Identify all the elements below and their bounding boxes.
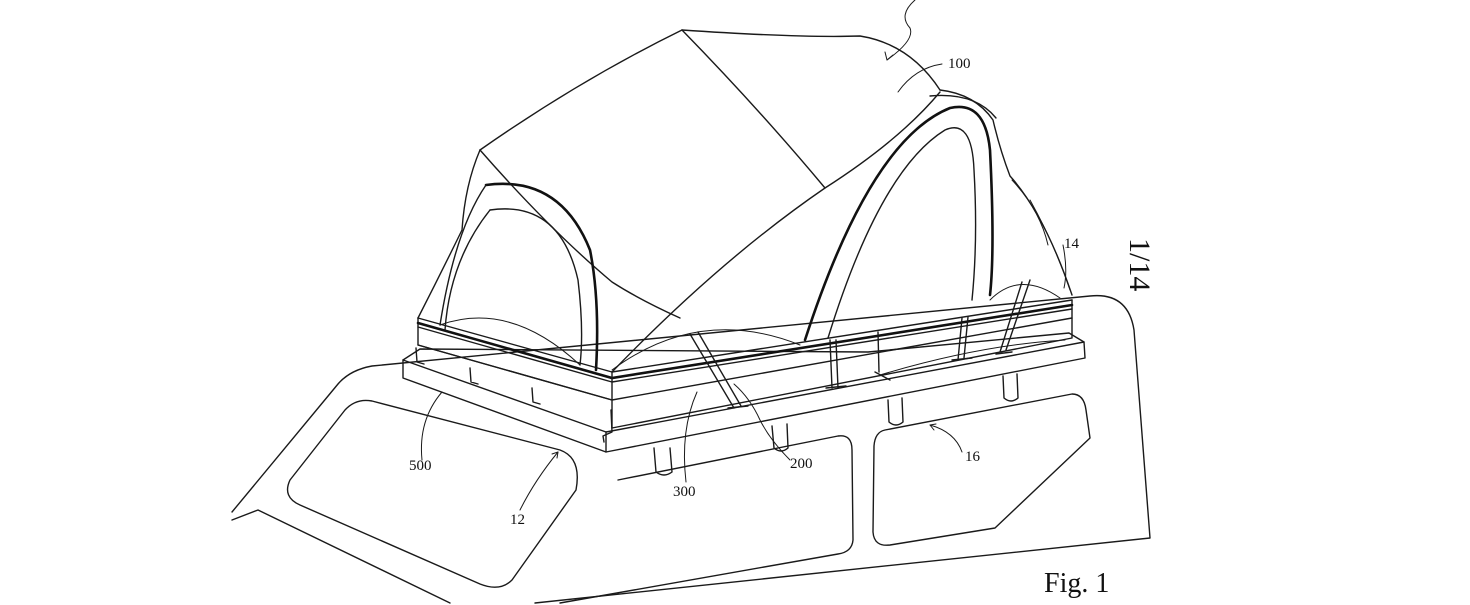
ref-14-label: 14: [1064, 236, 1080, 252]
leader-lines: [420, 0, 1067, 511]
ref-500-label: 500: [409, 458, 432, 474]
window-arch-right: [611, 94, 1061, 371]
ref-200-label: 200: [790, 456, 813, 472]
tent-shell: [416, 299, 1074, 429]
window-arch-left: [439, 182, 599, 372]
vehicle-body: [231, 294, 1151, 604]
tent-fabric: [417, 29, 1073, 373]
ref-16-label: 16: [965, 449, 981, 465]
ref-300-label: 300: [673, 484, 696, 500]
ref-12-label: 12: [510, 512, 525, 528]
figure-label: Fig. 1: [1044, 568, 1109, 599]
sheet-number: 1/14: [1123, 238, 1156, 291]
ref-100-label: 100: [948, 56, 971, 72]
struts: [689, 279, 1066, 409]
roof-rack: [653, 373, 1019, 476]
